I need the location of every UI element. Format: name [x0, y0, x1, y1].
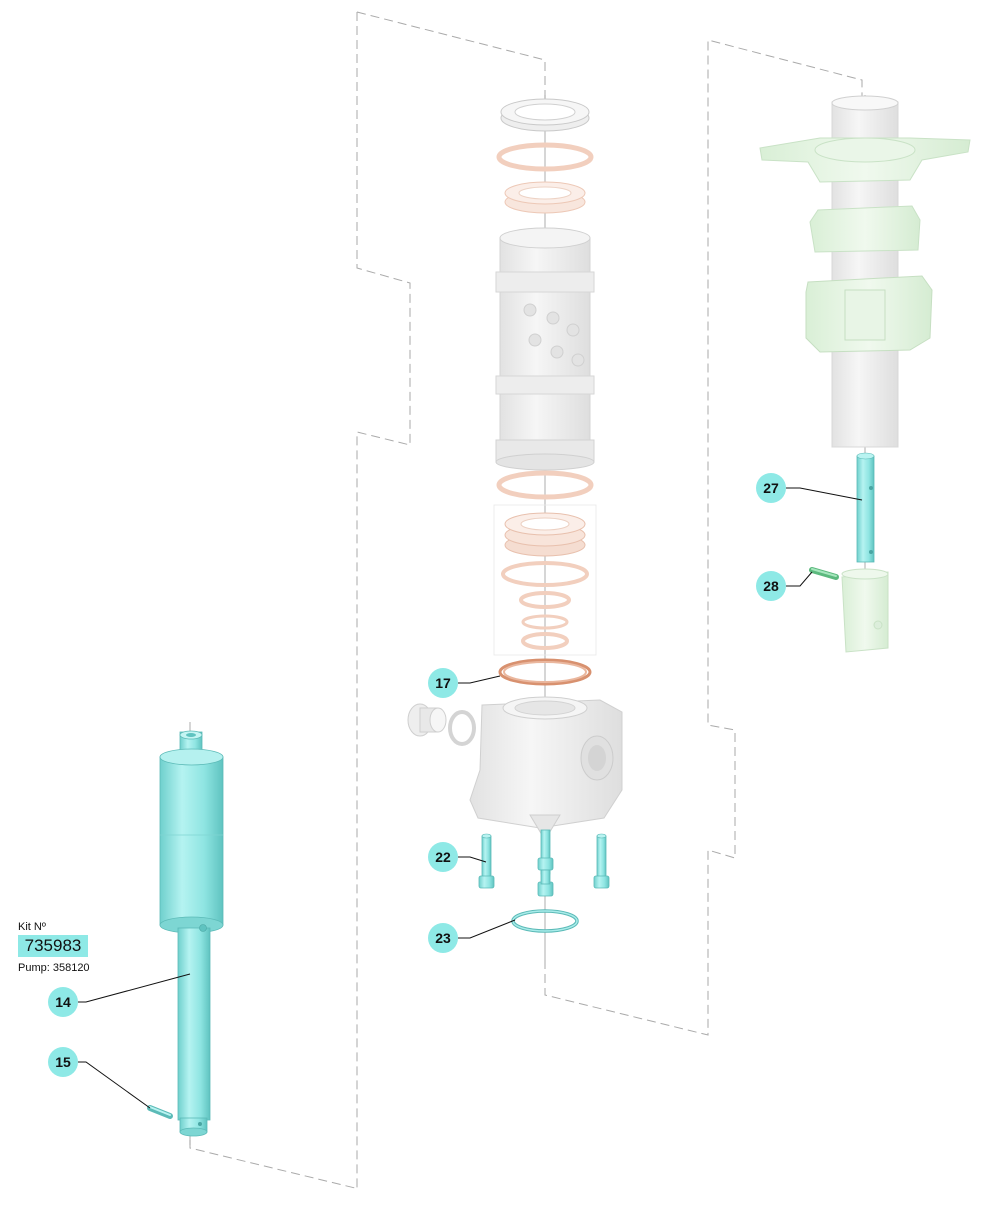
kit-number-badge: 735983 [18, 935, 88, 957]
pump-label: Pump: 358120 [18, 962, 90, 974]
callout-17: 17 [428, 668, 458, 698]
ghost-seal-stack [493, 504, 597, 656]
svg-text:23: 23 [435, 930, 451, 946]
callout-27: 27 [756, 473, 786, 503]
svg-text:17: 17 [435, 675, 451, 691]
ghost-pump-body [469, 696, 623, 841]
svg-text:15: 15 [55, 1054, 71, 1070]
callout-23: 23 [428, 923, 458, 953]
callout-22: 22 [428, 842, 458, 872]
ghost-seal-cup [504, 181, 586, 214]
ghost-cylinder-sleeve [495, 227, 595, 471]
part-17-seal-ring [498, 658, 592, 686]
callout-28: 28 [756, 571, 786, 601]
ghost-wing-nut-assembly [759, 95, 971, 448]
ghost-seal-ring-2 [496, 470, 594, 500]
part-22-bolts [478, 829, 610, 897]
svg-text:14: 14 [55, 994, 71, 1010]
part-14-piston [159, 730, 224, 1137]
ghost-retaining-ring [500, 98, 590, 132]
ghost-connector-block [841, 568, 889, 653]
callout-leader-lines [78, 487, 863, 1109]
part-28-small-pin [809, 567, 839, 580]
part-15-pin [147, 1105, 173, 1119]
svg-text:27: 27 [763, 480, 779, 496]
kit-label: Kit Nº [18, 921, 46, 933]
ghost-seal-ring-1 [496, 142, 594, 172]
callout-14: 14 [48, 987, 78, 1017]
svg-text:22: 22 [435, 849, 451, 865]
callout-15: 15 [48, 1047, 78, 1077]
svg-text:28: 28 [763, 578, 779, 594]
ghost-side-fitting [407, 703, 476, 746]
part-27-pin-rod [856, 452, 875, 563]
